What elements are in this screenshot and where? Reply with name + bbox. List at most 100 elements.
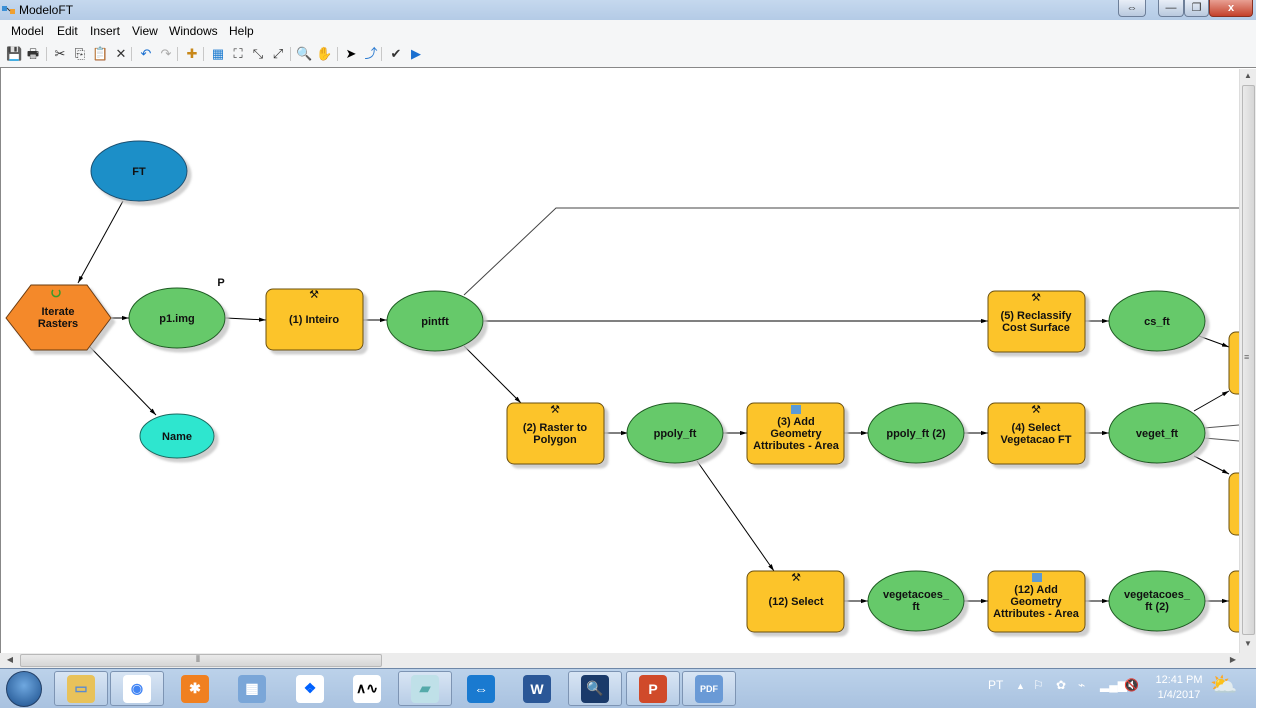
vertical-scrollbar[interactable]: ▲ ≡ ▼: [1239, 69, 1256, 653]
scroll-left-icon[interactable]: ◀: [6, 655, 14, 664]
volume-muted-icon[interactable]: 🔇: [1124, 678, 1139, 692]
taskbar-button-file-explorer[interactable]: ▭: [54, 671, 108, 706]
toolbar: 💾🖶 ✂⎘📋 ✕ ↶↷ ✚ ▦ ⛶ ⤡ ⤢ 🔍✋ ➤ ⤴ ✔ ▶: [0, 42, 1256, 67]
connector-ppoly-select12: [696, 460, 775, 572]
node-tool-select-vegetacao[interactable]: [987, 402, 1086, 465]
menu-view[interactable]: View: [132, 24, 158, 38]
connect-button[interactable]: ⤴: [363, 46, 379, 62]
node-addgeom12-label-2: Geometry: [1010, 596, 1062, 608]
menu-windows[interactable]: Windows: [169, 24, 218, 38]
close-button[interactable]: x: [1209, 0, 1253, 17]
node-pintft[interactable]: [386, 290, 484, 352]
restore-button[interactable]: ❐: [1184, 0, 1209, 17]
node-tool-reclassify[interactable]: [987, 290, 1086, 353]
system-clock[interactable]: 12:41 PM 1/4/2017: [1150, 673, 1208, 703]
taskbar-button-chart-app[interactable]: ∧∿: [340, 671, 394, 706]
scroll-up-icon[interactable]: ▲: [1244, 71, 1252, 80]
save-button[interactable]: 💾: [6, 46, 22, 62]
cut-button[interactable]: ✂: [52, 46, 68, 62]
node-tool-offscreen-3[interactable]: [1228, 570, 1239, 633]
network-icon[interactable]: ▂▄▆: [1100, 678, 1127, 692]
menu-help[interactable]: Help: [229, 24, 254, 38]
start-button[interactable]: [6, 671, 42, 707]
node-vegetacoes-label-1: vegetacoes_: [883, 589, 950, 601]
node-rtp-label-2: Polygon: [533, 434, 577, 446]
redo-button[interactable]: ↷: [158, 46, 174, 62]
node-cs-ft[interactable]: [1108, 290, 1206, 352]
connect-icon: ⤴: [364, 46, 378, 61]
taskbar-button-teamviewer[interactable]: ⇔: [454, 671, 508, 706]
zoom-in-button[interactable]: 🔍: [296, 46, 312, 62]
node-cs-ft-label: cs_ft: [1144, 316, 1170, 328]
node-name[interactable]: [139, 413, 215, 459]
delete-button[interactable]: ✕: [113, 46, 129, 62]
node-selectveg-label-1: (4) Select: [1012, 422, 1061, 434]
select-button[interactable]: ➤: [343, 46, 359, 62]
run-button[interactable]: ▶: [408, 46, 424, 62]
node-vegetacoes-ft-2[interactable]: [1108, 570, 1206, 632]
node-veget-ft[interactable]: [1108, 402, 1206, 464]
scroll-down-icon[interactable]: ▼: [1244, 639, 1252, 648]
connector-veget-offscreen-4: [1193, 455, 1230, 475]
weather-icon[interactable]: ⛅: [1210, 672, 1238, 697]
run-icon: ▶: [411, 46, 421, 61]
clock-time: 12:41 PM: [1155, 674, 1203, 686]
node-iterate-rasters[interactable]: [5, 284, 112, 351]
node-ppoly-ft[interactable]: [626, 402, 724, 464]
validate-button[interactable]: ✔: [388, 46, 404, 62]
node-tool-select-12[interactable]: [746, 570, 845, 633]
switch-button[interactable]: ⇔: [1118, 0, 1146, 17]
print-button[interactable]: 🖶: [25, 46, 41, 62]
taskbar-button-avast[interactable]: ✱: [168, 671, 222, 706]
word-icon: W: [523, 674, 551, 703]
dropbox-tray-icon[interactable]: ✿: [1056, 678, 1067, 692]
copy-button[interactable]: ⎘: [72, 46, 88, 62]
taskbar-button-word[interactable]: W: [510, 671, 564, 706]
node-tool-add-geometry-3[interactable]: [746, 402, 845, 465]
pan-button[interactable]: ✋: [316, 46, 332, 62]
taskbar-button-pdf[interactable]: PDF: [682, 671, 736, 706]
power-icon[interactable]: ⌁: [1078, 678, 1086, 692]
undo-button[interactable]: ↶: [138, 46, 154, 62]
hammer-icon: ⚒: [309, 289, 319, 301]
menu-insert[interactable]: Insert: [90, 24, 121, 38]
toolbar-separator: [203, 47, 204, 61]
minimize-button[interactable]: —: [1158, 0, 1184, 17]
scroll-right-icon[interactable]: ▶: [1229, 655, 1237, 664]
add-data-button[interactable]: ✚: [184, 46, 200, 62]
paste-button[interactable]: 📋: [92, 46, 108, 62]
node-tool-add-geometry-12[interactable]: [987, 570, 1086, 633]
node-tool-inteiro[interactable]: [265, 288, 364, 351]
menu-edit[interactable]: Edit: [57, 24, 78, 38]
node-tool-raster-to-polygon[interactable]: [506, 402, 605, 465]
language-indicator[interactable]: PT: [988, 678, 1004, 692]
show-hidden-icons-icon[interactable]: ▲: [1016, 681, 1025, 691]
fixed-zoom-out-button[interactable]: ⤢: [270, 46, 286, 62]
node-p1img[interactable]: [128, 287, 226, 349]
full-extent-button[interactable]: ⛶: [230, 46, 246, 62]
fixed-zoom-out-icon: ⤢: [272, 46, 284, 61]
taskbar-button-powerpoint[interactable]: P: [626, 671, 680, 706]
node-tool-offscreen-1[interactable]: [1228, 331, 1239, 395]
node-ft[interactable]: [90, 140, 188, 202]
fixed-zoom-in-button[interactable]: ⤡: [250, 46, 266, 62]
node-iterate-label-2: Rasters: [38, 318, 78, 330]
action-center-icon[interactable]: ⚐: [1033, 678, 1044, 692]
auto-layout-button[interactable]: ▦: [210, 46, 226, 62]
script-icon: [791, 405, 801, 414]
taskbar-button-chrome[interactable]: ◉: [110, 671, 164, 706]
horizontal-scroll-thumb[interactable]: [20, 654, 382, 667]
taskbar-button-calculator[interactable]: ▦: [225, 671, 279, 706]
node-ppoly-ft-2[interactable]: [867, 402, 965, 464]
vertical-scroll-thumb[interactable]: [1242, 85, 1255, 635]
taskbar-button-dropbox[interactable]: ❖: [283, 671, 337, 706]
model-canvas[interactable]: FT Iterate Rasters p1.img P Name ⚒ (1) I…: [0, 67, 1256, 653]
full-extent-icon: ⛶: [233, 46, 243, 61]
horizontal-scrollbar[interactable]: ◀ ⦀ ▶: [0, 653, 1256, 668]
node-vegetacoes-ft[interactable]: [867, 570, 965, 632]
taskbar-button-arcgis[interactable]: 🔍: [568, 671, 622, 706]
taskbar-button-notepad[interactable]: ▰: [398, 671, 452, 706]
node-tool-offscreen-2[interactable]: [1228, 472, 1239, 536]
menu-model[interactable]: Model: [11, 24, 44, 38]
